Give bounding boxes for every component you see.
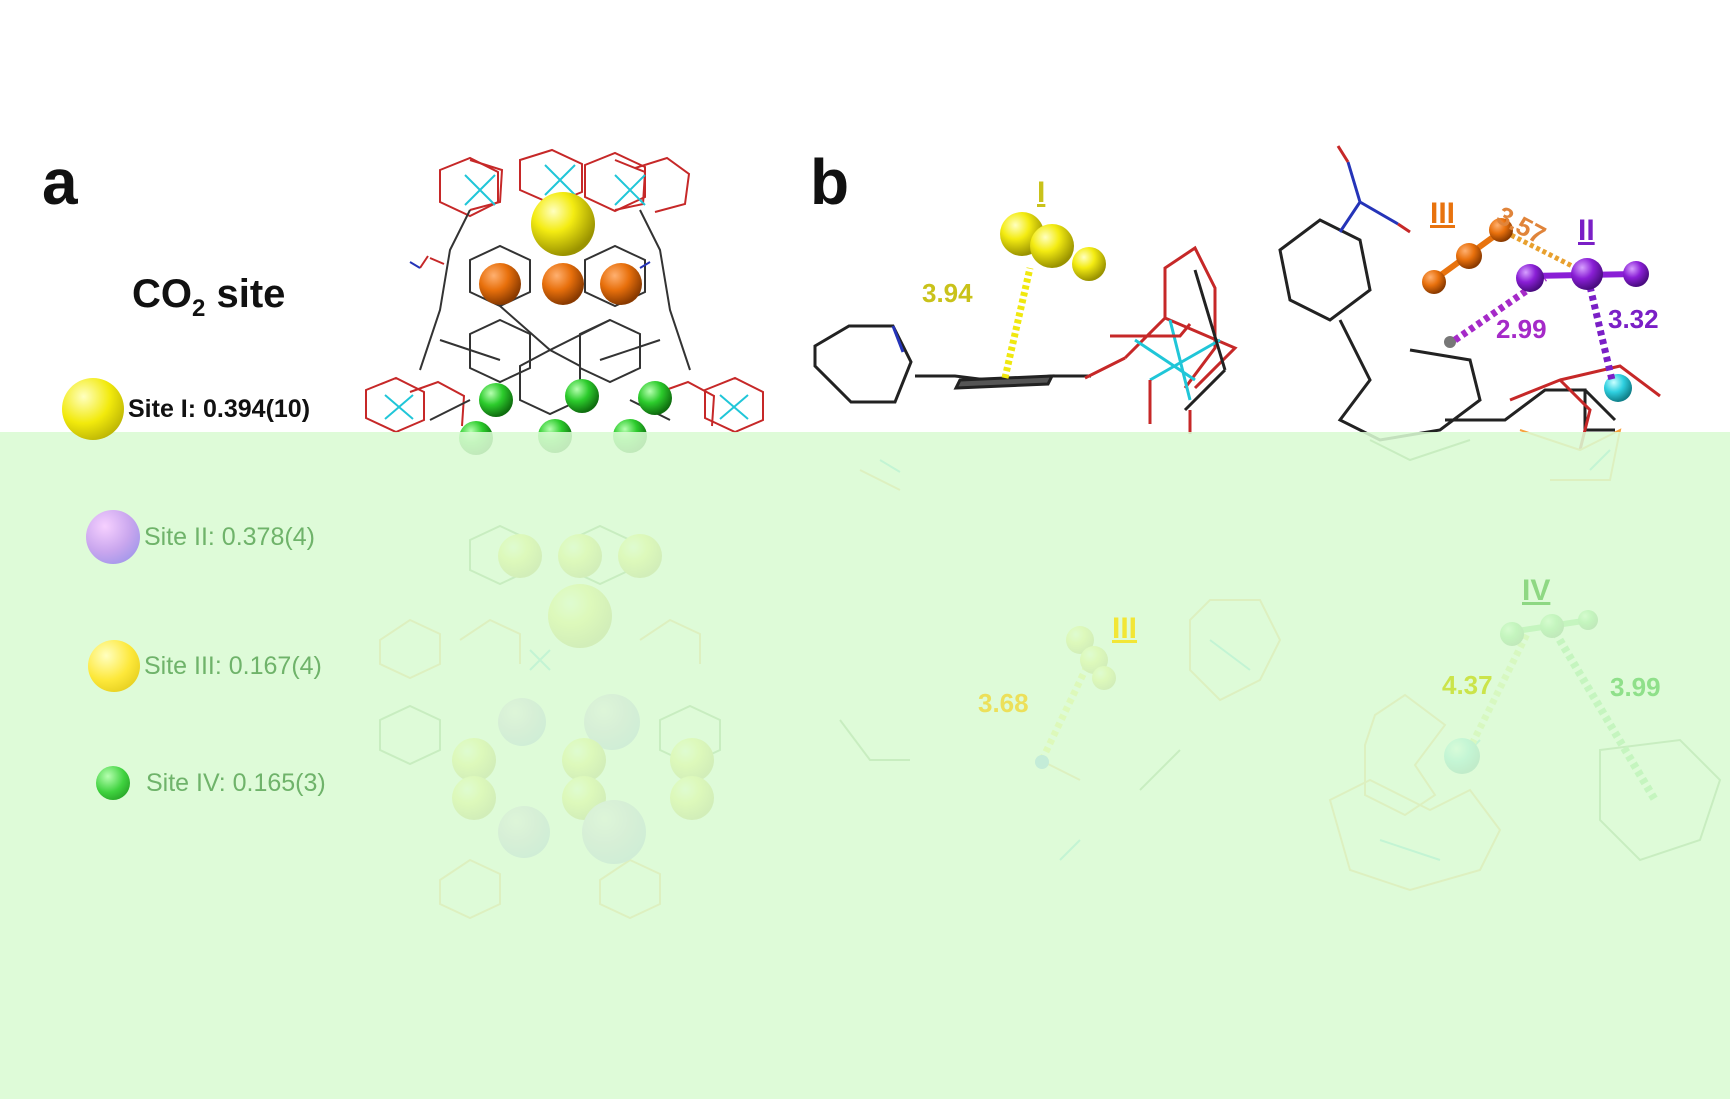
legend-label-site-III: Site III: 0.167(4)	[144, 651, 322, 680]
green-overlay	[0, 432, 1730, 1099]
legend-title: CO2 site	[132, 272, 285, 323]
site-label-IV: IV	[1522, 574, 1551, 607]
site-III-swatch	[88, 640, 140, 692]
legend-title-subscript: 2	[192, 295, 206, 322]
site-label-III: III	[1430, 197, 1456, 230]
legend-item-site-II: Site II: 0.378(4)	[86, 510, 315, 564]
site-II-swatch	[86, 510, 140, 564]
legend-label-site-IV: Site IV: 0.165(3)	[146, 768, 326, 797]
distance-label-2.99: 2.99	[1496, 314, 1547, 344]
legend-item-site-III: Site III: 0.167(4)	[88, 640, 322, 692]
panel-b-site-I-model	[813, 212, 1238, 434]
legend-label-site-II: Site II: 0.378(4)	[144, 522, 315, 551]
legend-item-site-IV: Site IV: 0.165(3)	[96, 766, 326, 800]
site-I-swatch	[62, 378, 124, 440]
panel-label-b: b	[810, 146, 850, 218]
site-I-sphere	[531, 192, 595, 256]
site-label-III-lower: III	[1112, 612, 1138, 645]
site-label-II: II	[1578, 214, 1595, 247]
legend-item-site-I: Site I: 0.394(10)	[62, 378, 310, 440]
distance-label-3.68: 3.68	[978, 688, 1029, 718]
distance-label-3.99: 3.99	[1610, 672, 1661, 702]
legend-title-tail: site	[205, 272, 286, 316]
distance-label-4.37: 4.37	[1442, 670, 1493, 700]
panel-a-framework	[365, 148, 764, 455]
site-IV-swatch	[96, 766, 130, 800]
legend-title-main: CO	[132, 272, 192, 316]
distance-label-3.32: 3.32	[1608, 304, 1659, 334]
panel-b-site-II-III-model	[1278, 145, 1661, 451]
site-label-I: I	[1037, 176, 1046, 209]
distance-label-3.94: 3.94	[922, 278, 973, 308]
panel-label-a: a	[42, 146, 78, 218]
legend-label-site-I: Site I: 0.394(10)	[128, 394, 311, 423]
